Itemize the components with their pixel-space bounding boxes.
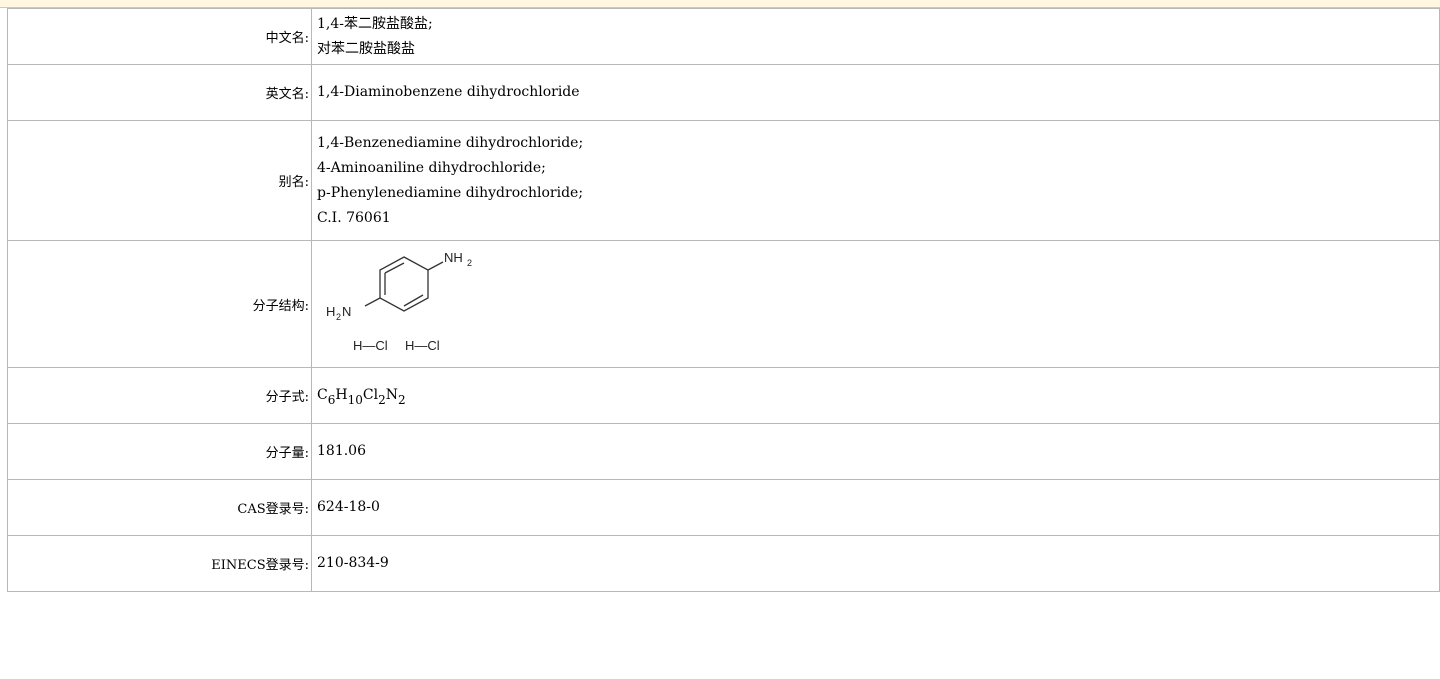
- benzene-ring: [364, 256, 444, 312]
- formula-count: 10: [347, 393, 363, 407]
- label-einecs: EINECS登录号:: [7, 535, 312, 592]
- formula-count: 2: [397, 393, 406, 407]
- molecular-formula: C6H10Cl2N2: [317, 383, 1439, 408]
- amine-group-left-h: H: [326, 304, 335, 319]
- label-synonyms: 别名:: [7, 120, 312, 241]
- formula-element: N: [385, 387, 398, 403]
- row-chinese-name: 中文名: 1,4-苯二胺盐酸盐; 对苯二胺盐酸盐: [7, 8, 1440, 65]
- formula-element: C: [317, 387, 328, 403]
- molecular-structure-image: NH 2 H 2 N H—Cl H—Cl: [326, 250, 472, 353]
- chinese-name-1: 1,4-苯二胺盐酸盐;: [317, 15, 433, 32]
- label-structure: 分子结构:: [7, 240, 312, 368]
- value-cas: 624-18-0: [311, 479, 1440, 536]
- value-english-name: 1,4-Diaminobenzene dihydrochloride: [311, 64, 1440, 121]
- amine-subscript-left: 2: [336, 312, 341, 322]
- chinese-name-2: 对苯二胺盐酸盐: [317, 40, 415, 57]
- row-structure: 分子结构: NH 2 H 2 N H—Cl: [7, 240, 1440, 368]
- synonym-4: C.I. 76061: [317, 209, 391, 226]
- row-molecular-weight: 分子量: 181.06: [7, 423, 1440, 480]
- value-chinese-name: 1,4-苯二胺盐酸盐; 对苯二胺盐酸盐: [311, 8, 1440, 65]
- row-synonyms: 别名: 1,4-Benzenediamine dihydrochloride; …: [7, 120, 1440, 241]
- formula-count: 2: [378, 393, 386, 407]
- synonym-3: p-Phenylenediamine dihydrochloride;: [317, 184, 584, 201]
- label-molecular-weight: 分子量:: [7, 423, 312, 480]
- label-chinese-name: 中文名:: [7, 8, 312, 65]
- formula-element: Cl: [362, 387, 379, 403]
- top-header-bar: [0, 0, 1440, 8]
- amine-subscript-top: 2: [467, 258, 472, 268]
- salt-hcl-2: H—Cl: [405, 338, 440, 353]
- einecs-number: 210-834-9: [317, 555, 389, 571]
- value-synonyms: 1,4-Benzenediamine dihydrochloride; 4-Am…: [311, 120, 1440, 241]
- cas-number: 624-18-0: [317, 499, 380, 515]
- properties-table: 中文名: 1,4-苯二胺盐酸盐; 对苯二胺盐酸盐 英文名: 1,4-Diamin…: [7, 8, 1440, 592]
- synonym-2: 4-Aminoaniline dihydrochloride;: [317, 159, 546, 176]
- value-einecs: 210-834-9: [311, 535, 1440, 592]
- row-formula: 分子式: C6H10Cl2N2: [7, 367, 1440, 424]
- amine-group-left-n: N: [342, 304, 351, 319]
- row-einecs: EINECS登录号: 210-834-9: [7, 535, 1440, 592]
- value-molecular-weight: 181.06: [311, 423, 1440, 480]
- label-cas: CAS登录号:: [7, 479, 312, 536]
- amine-group-top: NH: [444, 250, 463, 265]
- salt-hcl-1: H—Cl: [353, 338, 388, 353]
- molecular-weight: 181.06: [317, 443, 366, 459]
- formula-element: H: [335, 387, 348, 403]
- value-structure: NH 2 H 2 N H—Cl H—Cl: [311, 240, 1440, 368]
- english-name: 1,4-Diaminobenzene dihydrochloride: [317, 84, 580, 100]
- formula-count: 6: [327, 393, 336, 407]
- label-formula: 分子式:: [7, 367, 312, 424]
- label-english-name: 英文名:: [7, 64, 312, 121]
- synonym-1: 1,4-Benzenediamine dihydrochloride;: [317, 134, 584, 151]
- row-english-name: 英文名: 1,4-Diaminobenzene dihydrochloride: [7, 64, 1440, 121]
- value-formula: C6H10Cl2N2: [311, 367, 1440, 424]
- row-cas: CAS登录号: 624-18-0: [7, 479, 1440, 536]
